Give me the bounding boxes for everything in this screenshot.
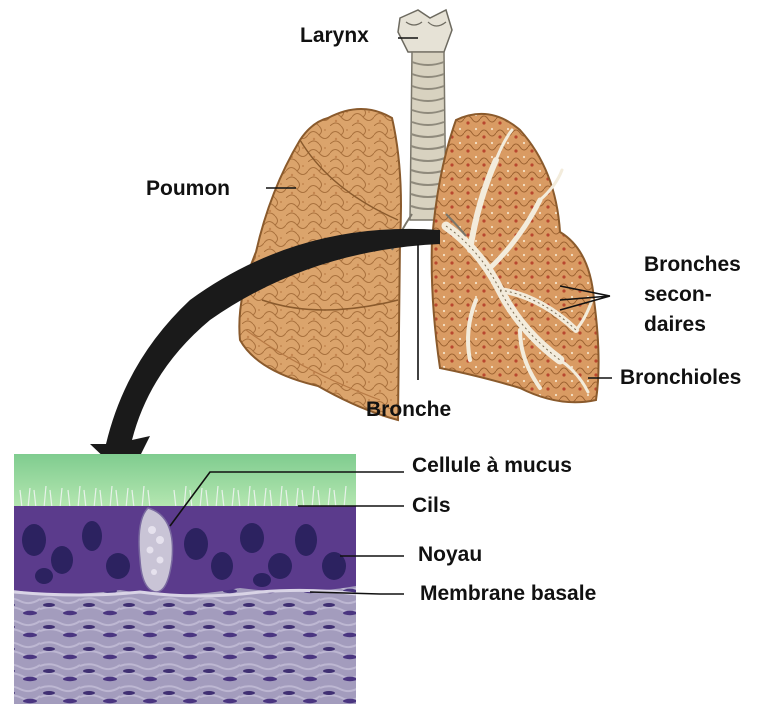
histology-panel <box>14 454 356 704</box>
label-poumon: Poumon <box>146 177 230 201</box>
label-bronchioles: Bronchioles <box>620 366 741 390</box>
label-bronches-secondaires: Bronches secon- daires <box>644 250 741 340</box>
label-bronche: Bronche <box>366 398 451 422</box>
label-membrane-basale: Membrane basale <box>420 582 596 606</box>
label-noyau: Noyau <box>418 543 482 567</box>
label-cellule-mucus: Cellule à mucus <box>412 454 572 478</box>
label-cils: Cils <box>412 494 451 518</box>
right-lung <box>432 114 599 402</box>
label-larynx: Larynx <box>300 24 369 48</box>
